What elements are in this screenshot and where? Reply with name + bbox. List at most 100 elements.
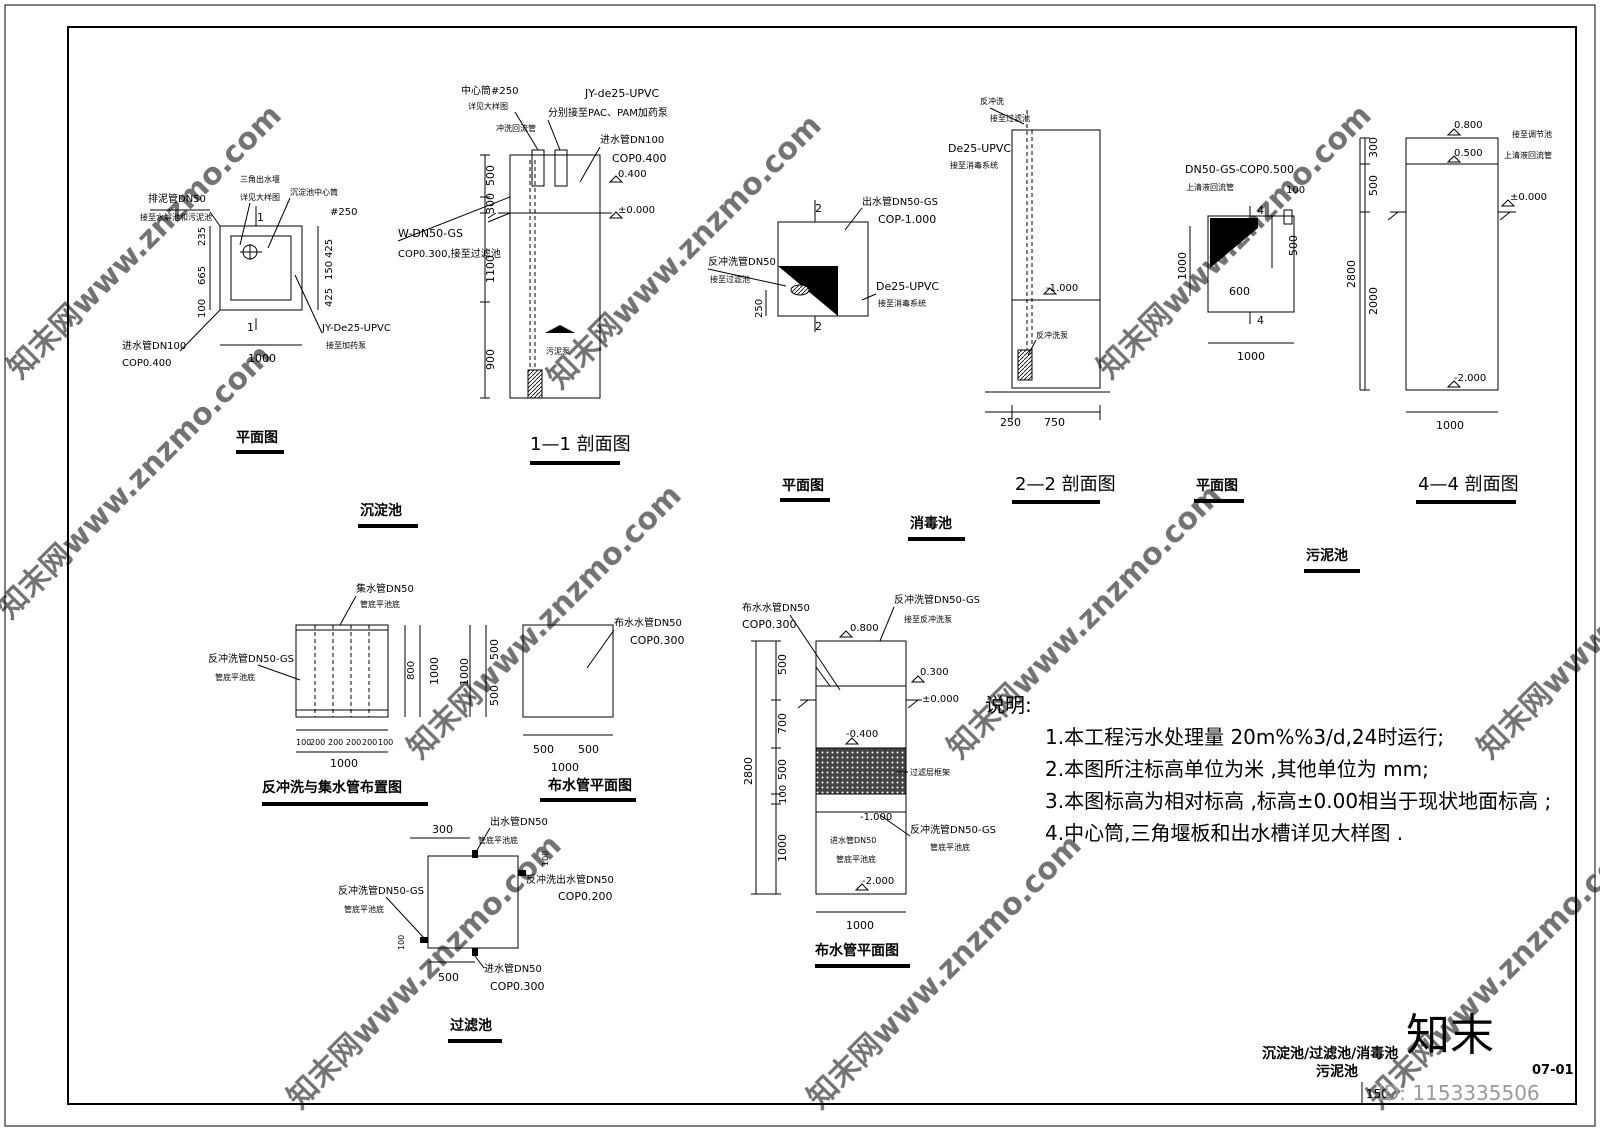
section-11-view: 500 300 1100 900 中心筒#250 详见大样图 JY-de25-U… xyxy=(397,84,668,399)
sec11-dim-1100: 1100 xyxy=(484,255,497,283)
sec44-level-0800: 0.800 xyxy=(1454,120,1483,131)
sec44-dim-2000: 2000 xyxy=(1367,287,1380,315)
sedimentation-title: 沉淀池 xyxy=(360,502,402,519)
dis-plan-label-outlet-cop: COP-1.000 xyxy=(878,213,936,226)
sludge-plan-mark-bottom: 4 xyxy=(1257,314,1264,327)
filter-plan-view: 300 出水管DN50 管底平池底 反冲洗出水管DN50 COP0.200 10… xyxy=(338,815,614,993)
title-block-page: 150 xyxy=(1366,1087,1389,1101)
sec22-label-de25-to: 接至消毒系统 xyxy=(950,160,998,170)
bw-label-backwash: 反冲洗管DN50-GS xyxy=(208,652,294,665)
sed-plan-dim-425b: 425 xyxy=(324,288,335,307)
sed-plan-dim-1000: 1000 xyxy=(248,352,276,365)
filter-label-outlet: 出水管DN50 xyxy=(490,815,548,828)
fsec-level-m2000: -2.000 xyxy=(862,876,894,887)
watermark-9: 知末网www.znzmo.com xyxy=(801,828,1089,1116)
sed-plan-label-inlet-cop: COP0.400 xyxy=(122,358,172,369)
fsec-dim-500a: 500 xyxy=(776,654,789,675)
filter-section-title: 布水管平面图 xyxy=(815,942,899,959)
fsec-dim-1000v: 1000 xyxy=(776,834,789,862)
filter-label-bwpipe-bottom: 管底平池底 xyxy=(344,904,384,914)
bw-dim-1000h: 1000 xyxy=(330,757,358,770)
disinfection-title: 消毒池 xyxy=(910,515,952,532)
dist-dim-500c: 500 xyxy=(533,743,554,756)
dis-plan-label-backwash: 反冲洗管DN50 xyxy=(708,255,776,268)
filter-dim-100a: 100 xyxy=(541,851,550,866)
filter-label-inlet: 进水管DN50 xyxy=(484,962,542,975)
sed-plan-view: 1 1 235 665 100 1000 425 150 425 三角出水堰 详… xyxy=(122,174,391,369)
bw-dim-1000v: 1000 xyxy=(428,657,441,685)
dis-plan-label-de25: De25-UPVC xyxy=(876,280,939,293)
sec44-dim-300: 300 xyxy=(1367,137,1380,158)
watermark-logo: 知末 xyxy=(1406,1010,1494,1061)
watermark-2: 知末网www.znzmo.com xyxy=(541,108,829,396)
sed-plan-title: 平面图 xyxy=(236,430,278,446)
fsec-dim-100: 100 xyxy=(778,785,789,804)
notes-item-4: 4.中心筒,三角堰板和出水槽详见大样图 . xyxy=(1045,821,1403,845)
sec44-level-0000: ±0.000 xyxy=(1510,192,1547,203)
fsec-label-bw: 反冲洗管DN50-GS xyxy=(894,593,980,606)
section-44-view: 300 500 2800 2000 1000 0.800 0.500 ±0.00… xyxy=(1345,120,1552,432)
distribution-small-title: 布水管平面图 xyxy=(548,777,632,794)
sec11-label-detail: 详见大样图 xyxy=(468,101,508,111)
fsec-dim-2800: 2800 xyxy=(742,757,755,785)
watermark-4: 知末网www.znzmo.com xyxy=(0,338,279,626)
fsec-label-frame: 过滤层框架 xyxy=(910,767,950,777)
sed-plan-label-sludgeto: 接至水解池和污泥池 xyxy=(140,212,212,222)
dis-plan-label-backwash-to: 接至过滤池 xyxy=(710,274,750,284)
sludge-plan-dim-1000v: 1000 xyxy=(1176,252,1189,280)
section-22-title: 2—2 剖面图 xyxy=(1015,474,1116,495)
dis-plan-mark-top: 2 xyxy=(815,202,822,215)
filter-label-bwout-cop: COP0.200 xyxy=(558,890,612,903)
filter-label-inlet-cop: COP0.300 xyxy=(490,980,544,993)
sludge-plan-dim-500: 500 xyxy=(1287,235,1300,256)
dis-plan-label-de25-to: 接至消毒系统 xyxy=(878,298,926,308)
sed-plan-label-sludgepipe: 排泥管DN50 xyxy=(148,192,206,205)
section-22-view: 250 750 反冲洗 接至过滤池 De25-UPVC 接至消毒系统 -1.00… xyxy=(948,96,1110,429)
dist-label-pipe: 布水水管DN50 xyxy=(614,616,682,629)
title-block-line1: 沉淀池/过滤池/消毒池 xyxy=(1262,1045,1398,1062)
fsec-dim-1000h: 1000 xyxy=(846,919,874,932)
dis-plan-label-outlet: 出水管DN50-GS xyxy=(862,195,938,208)
dist-label-pipe-cop: COP0.300 xyxy=(630,634,684,647)
sec11-label-tube: 中心筒#250 xyxy=(461,84,518,97)
dist-dim-500a: 500 xyxy=(488,639,501,660)
sec11-label-inlet-cop: COP0.400 xyxy=(612,152,666,165)
dis-plan-dim-250: 250 xyxy=(754,299,765,318)
sec11-dim-300: 300 xyxy=(484,193,497,214)
sec11-label-wpipe: W-DN50-GS xyxy=(398,227,463,240)
sec44-level-m2000: -2.000 xyxy=(1454,373,1486,384)
dis-plan-mark-bottom: 2 xyxy=(815,320,822,333)
title-block-drawing-no: 07-01 xyxy=(1532,1063,1574,1078)
sludge-plan-title: 平面图 xyxy=(1196,478,1238,494)
sec11-label-pac: 分别接至PAC、PAM加药泵 xyxy=(548,106,668,119)
sed-plan-label-dosing: JY-De25-UPVC xyxy=(321,323,391,334)
filter-dim-500: 500 xyxy=(438,971,459,984)
filter-dim-300: 300 xyxy=(432,823,453,836)
sed-plan-label-dosing-to: 接至加药泵 xyxy=(326,340,366,350)
sec11-label-pump: 污泥泵 xyxy=(546,346,570,356)
filter-label-outlet-bottom: 管底平池底 xyxy=(478,835,518,845)
sed-plan-label-dia: #250 xyxy=(330,207,357,218)
fsec-level-m1000: -1.000 xyxy=(860,812,892,823)
bw-dim-200a: 200 xyxy=(310,738,325,747)
dist-dim-500d: 500 xyxy=(578,743,599,756)
title-block-line2: 污泥池 xyxy=(1316,1063,1358,1080)
outer-border xyxy=(4,4,1596,1127)
sec44-label-toregulate: 接至调节池 xyxy=(1512,129,1552,139)
bw-dim-200b: 200 xyxy=(328,738,343,747)
sec22-dim-250: 250 xyxy=(1000,416,1021,429)
filter-label-bwpipe: 反冲洗管DN50-GS xyxy=(338,884,424,897)
sec11-label-inlet: 进水管DN100 xyxy=(600,133,664,146)
sludge-plan-dim-100: 100 xyxy=(1286,185,1305,196)
sludge-plan-view: 4 4 DN50-GS-COP0.500 上清液回流管 100 500 1000… xyxy=(1176,163,1305,363)
dist-dim-1000v: 1000 xyxy=(458,658,471,686)
sec44-dim-1000: 1000 xyxy=(1436,419,1464,432)
sludge-plan-label-pipe: DN50-GS-COP0.500 xyxy=(1185,163,1294,176)
sed-plan-label-inlet: 进水管DN100 xyxy=(122,339,186,352)
fsec-dim-500b: 500 xyxy=(776,759,789,780)
sed-plan-label-weir: 三角出水堰 xyxy=(240,174,280,184)
fsec-dim-700: 700 xyxy=(776,713,789,734)
filter-title: 过滤池 xyxy=(450,1017,492,1034)
sed-plan-dim-150: 150 xyxy=(324,261,335,280)
sec22-label-pump: 反冲洗泵 xyxy=(1036,330,1068,340)
